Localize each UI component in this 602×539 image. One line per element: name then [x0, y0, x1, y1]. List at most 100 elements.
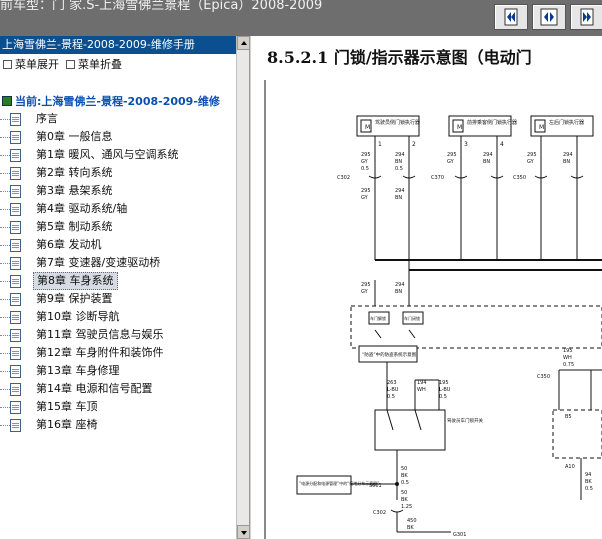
wire-color: BK: [401, 473, 408, 479]
document-pane: 8.5.2.1 门锁/指示器示意图（电动门 M 驾驶员侧门锁执行器 M 前排乘客…: [251, 36, 602, 539]
expand-menu-button[interactable]: 菜单展开: [3, 56, 59, 72]
tree-connector: [0, 209, 10, 210]
prev-next-icon: [540, 8, 558, 26]
wire-number: 94: [585, 472, 591, 478]
tree-item-11[interactable]: 第10章 诊断导航: [0, 308, 236, 326]
document-icon: [10, 148, 21, 162]
svg-text:M: M: [539, 124, 544, 131]
nav-first-button[interactable]: [494, 4, 528, 30]
wire-number: 50: [401, 466, 407, 472]
pin-label: 1: [378, 141, 382, 148]
wire-gauge: 0.5: [585, 486, 593, 492]
tree-item-label: 第4章 驱动系统/轴: [36, 202, 128, 215]
actuator-group-3: M 左后门锁执行器: [530, 115, 594, 137]
wire-number: 295: [361, 188, 371, 194]
actuator-2-label: 前排乘客侧门锁执行器: [467, 119, 517, 126]
sidebar-scrollbar[interactable]: [236, 36, 249, 539]
document-icon: [10, 346, 21, 360]
document-icon: [10, 220, 21, 234]
connector-label: C302: [373, 510, 386, 516]
tree-connector: [0, 407, 10, 408]
tree-connector: [0, 119, 10, 120]
tree-connector: [0, 191, 10, 192]
tree-item-3[interactable]: 第2章 转向系统: [0, 164, 236, 182]
connector-label: C370: [431, 175, 444, 181]
tree-item-label: 第9章 保护装置: [36, 292, 113, 305]
actuator-group-1: M 驾驶员侧门锁执行器: [356, 115, 420, 137]
tree-item-2[interactable]: 第1章 暖风、通风与空调系统: [0, 146, 236, 164]
manual-title-bar: 上海雪佛兰-景程-2008-2009-维修手册: [0, 36, 236, 54]
book-icon: [2, 96, 12, 106]
tree-item-label: 第8章 车身系统: [33, 272, 118, 290]
wire-color: BN: [483, 159, 490, 165]
tree-item-label: 第14章 电源和信号配置: [36, 382, 153, 395]
tree-item-6[interactable]: 第5章 制动系统: [0, 218, 236, 236]
wire-color: BN: [395, 289, 402, 295]
wire-color: BK: [585, 479, 592, 485]
wire-gauge: 0.5: [387, 394, 395, 400]
tree-item-label: 第1章 暖风、通风与空调系统: [36, 148, 179, 161]
wire-number: 294: [395, 188, 405, 194]
tree-item-label: 第10章 诊断导航: [36, 310, 120, 323]
wire-color: WH: [563, 355, 572, 361]
wire-color: L-BU: [439, 387, 451, 393]
tree-item-14[interactable]: 第13章 车身修理: [0, 362, 236, 380]
pin-label: 4: [500, 141, 504, 148]
wiring-diagram: M 驾驶员侧门锁执行器 M 前排乘客侧门锁执行器 M 左后门锁执行器: [264, 80, 602, 539]
wire-number: 294: [395, 282, 405, 288]
document-icon: [10, 202, 21, 216]
tree-item-label: 第11章 驾驶员信息与娱乐: [36, 328, 164, 341]
wire-number: 295: [527, 152, 537, 158]
connector-label: C302: [337, 175, 350, 181]
wire-color: GY: [361, 159, 369, 165]
tree-item-15[interactable]: 第14章 电源和信号配置: [0, 380, 236, 398]
tree-item-9[interactable]: 第8章 车身系统: [0, 272, 236, 290]
tree-item-label: 第16章 座椅: [36, 418, 98, 431]
pin-label: 2: [412, 141, 416, 148]
collapse-menu-button[interactable]: 菜单折叠: [66, 56, 122, 72]
tree-item-13[interactable]: 第12章 车身附件和装饰件: [0, 344, 236, 362]
tree-connector: [0, 155, 10, 156]
navigation-pane: 上海雪佛兰-景程-2008-2009-维修手册 菜单展开 菜单折叠 当前:上海雪…: [0, 36, 250, 539]
wire-color: GY: [361, 195, 369, 201]
scroll-down-button[interactable]: [237, 525, 249, 539]
svg-text:M: M: [457, 124, 462, 131]
tree-item-10[interactable]: 第9章 保护装置: [0, 290, 236, 308]
current-manual-node[interactable]: 当前:上海雪佛兰-景程-2008-2009-维修: [2, 93, 220, 109]
wire-number: 294: [563, 152, 573, 158]
actuator-3-label: 左后门锁执行器: [549, 119, 584, 126]
wire-color: GY: [361, 289, 369, 295]
tree-item-label: 第13章 车身修理: [36, 364, 120, 377]
wire-gauge: 0.5: [361, 166, 369, 172]
tree-connector: [0, 281, 10, 282]
tree-connector: [0, 371, 10, 372]
tree-item-7[interactable]: 第6章 发动机: [0, 236, 236, 254]
nav-prev-next-button[interactable]: [532, 4, 566, 30]
tree-item-17[interactable]: 第16章 座椅: [0, 416, 236, 434]
tree-connector: [0, 317, 10, 318]
document-icon: [10, 166, 21, 180]
wire-number: 263: [387, 380, 397, 386]
tree-item-label: 第0章 一般信息: [36, 130, 113, 143]
wire-number: 295: [447, 152, 457, 158]
tree-item-16[interactable]: 第15章 车顶: [0, 398, 236, 416]
nav-last-button[interactable]: [570, 4, 602, 30]
wire-color: L-BU: [387, 387, 399, 393]
tree-item-label: 第2章 转向系统: [36, 166, 113, 179]
arrow-up-icon: [241, 41, 247, 45]
tree-item-5[interactable]: 第4章 驱动系统/轴: [0, 200, 236, 218]
document-icon: [10, 400, 21, 414]
wire-number: 295: [361, 152, 371, 158]
tree-item-label: 第3章 悬架系统: [36, 184, 113, 197]
tree-item-8[interactable]: 第7章 变速器/变速驱动桥: [0, 254, 236, 272]
wire-number: 450: [407, 518, 417, 524]
tree-item-0[interactable]: 序言: [0, 110, 236, 128]
tree-item-1[interactable]: 第0章 一般信息: [0, 128, 236, 146]
document-icon: [10, 256, 21, 270]
tree-item-4[interactable]: 第3章 悬架系统: [0, 182, 236, 200]
tree-connector: [0, 299, 10, 300]
tree-item-12[interactable]: 第11章 驾驶员信息与娱乐: [0, 326, 236, 344]
scroll-up-button[interactable]: [237, 36, 249, 50]
document-icon: [10, 364, 21, 378]
